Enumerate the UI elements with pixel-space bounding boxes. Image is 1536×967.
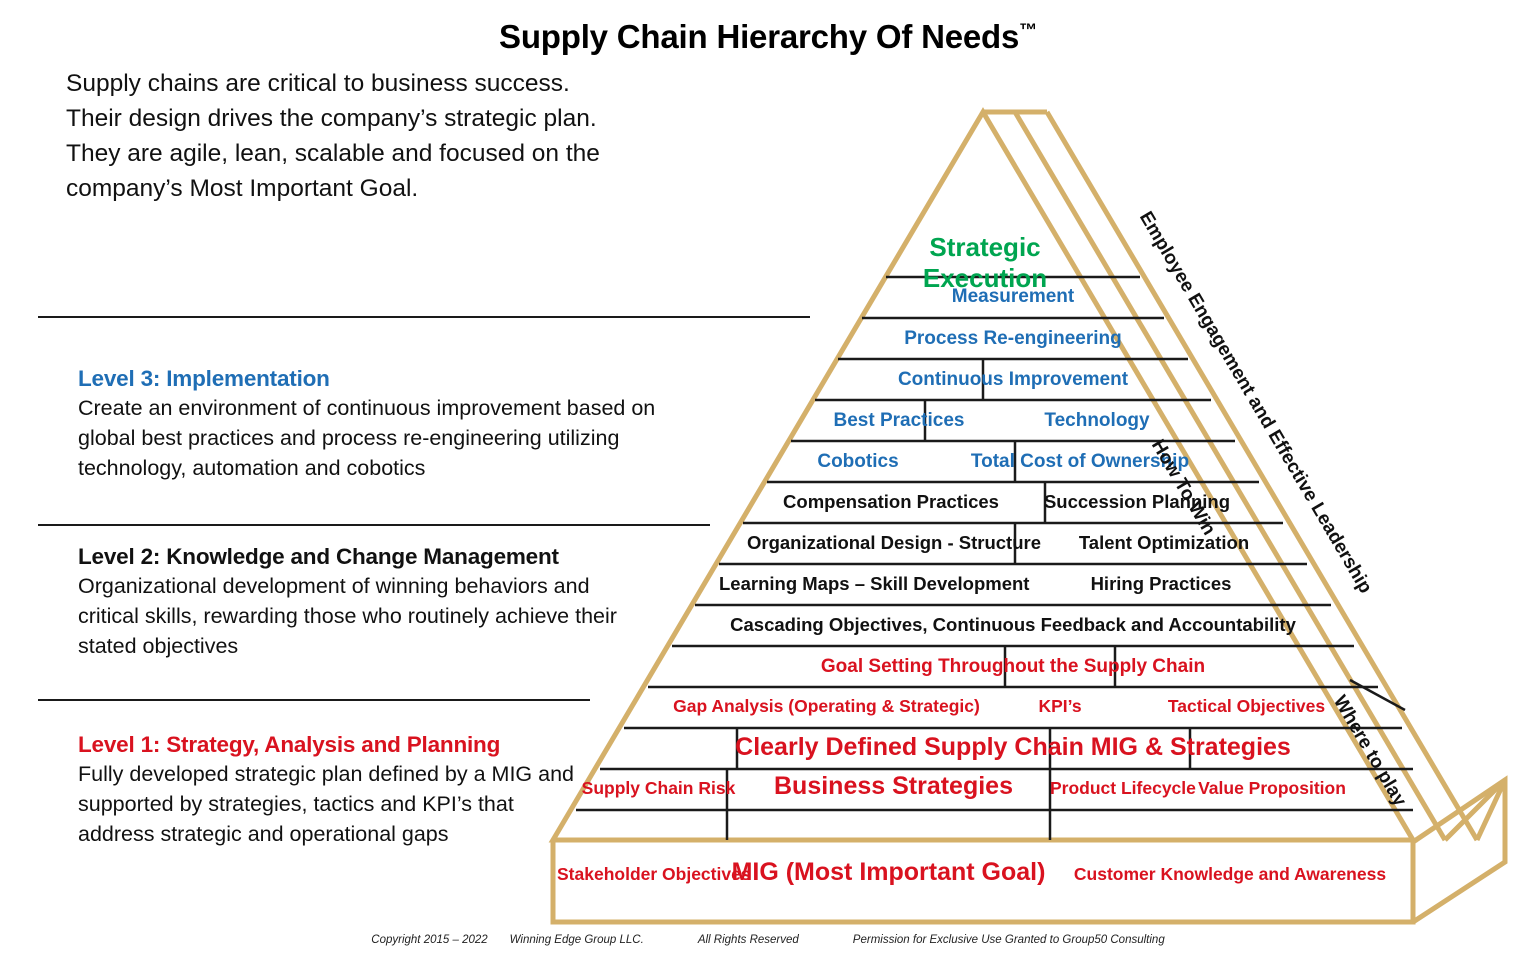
pyramid-lane-line-1 xyxy=(1012,110,1448,842)
level-2-body: Organizational development of winning be… xyxy=(78,574,617,658)
pyramid-row-7-cell-2: Talent Optimization xyxy=(1078,532,1250,553)
pyramid-row-2-cell-1: Process Re-engineering xyxy=(904,328,1122,349)
pyramid-apex-label: Strategic Execution xyxy=(885,232,1085,294)
pyramid-diagram: Strategic Execution Measurement Process … xyxy=(505,80,1525,940)
pyramid-lane-close-2 xyxy=(1474,778,1508,842)
footer-permission: Permission for Exclusive Use Granted to … xyxy=(852,934,1165,946)
apex-line-1: Strategic xyxy=(929,232,1041,262)
lane-tick xyxy=(1349,678,1406,712)
pyramid-row-14-cell-2: MIG (Most Important Goal) xyxy=(731,858,1046,886)
pyramid-row-8-cell-1: Learning Maps – Skill Development xyxy=(719,573,1030,594)
pyramid-row-13-cell-4: Value Proposition xyxy=(1198,778,1346,798)
level-1-block: Level 1: Strategy, Analysis and Planning… xyxy=(78,732,578,849)
level-3-heading: Level 3: Implementation xyxy=(78,366,330,391)
pyramid-lane-close-1 xyxy=(1443,778,1507,842)
page-title: Supply Chain Hierarchy Of Needs™ xyxy=(0,18,1536,56)
pyramid-base-side xyxy=(1411,775,1508,925)
pyramid-row-14-cell-1: Stakeholder Objectives xyxy=(557,864,751,884)
pyramid-base-front xyxy=(550,842,1416,925)
pyramid-row-1-cell-1: Measurement xyxy=(951,286,1075,307)
footer-copyright: Copyright 2015 – 2022 Winning Edge Group … xyxy=(0,934,1536,946)
pyramid-lane-line-2 xyxy=(1044,110,1480,842)
pyramid-row-5-cell-2: Total Cost of Ownership xyxy=(970,451,1190,472)
level-1-body: Fully developed strategic plan defined b… xyxy=(78,762,574,846)
pyramid-row-9-cell-1: Cascading Objectives, Continuous Feedbac… xyxy=(730,614,1296,635)
level-2-heading: Level 2: Knowledge and Change Management xyxy=(78,544,559,569)
pyramid-row-14-cell-3: Customer Knowledge and Awareness xyxy=(1073,864,1387,884)
footer-company: Winning Edge Group LLC. xyxy=(509,934,644,946)
pyramid-outline xyxy=(548,107,1418,843)
pyramid-svg xyxy=(548,107,1508,925)
pyramid-row-11-cell-3: Tactical Objectives xyxy=(1167,696,1326,716)
pyramid-row-12-cell-1: Clearly Defined Supply Chain MIG & Strat… xyxy=(735,733,1291,761)
trademark-symbol: ™ xyxy=(1019,20,1037,40)
pyramid-row-7-cell-1: Organizational Design - Structure xyxy=(747,532,1041,553)
pyramid-row-13-cell-2: Business Strategies xyxy=(774,772,1013,800)
level-1-heading: Level 1: Strategy, Analysis and Planning xyxy=(78,732,501,757)
level-2-block: Level 2: Knowledge and Change Management… xyxy=(78,544,638,661)
pyramid-row-11-cell-1: Gap Analysis (Operating & Strategic) xyxy=(673,696,980,716)
divider-rule-1 xyxy=(38,316,810,318)
pyramid-row-3-cell-1: Continuous Improvement xyxy=(897,369,1129,390)
level-3-body: Create an environment of continuous impr… xyxy=(78,396,656,480)
pyramid-row-8-cell-2: Hiring Practices xyxy=(1090,573,1232,594)
divider-rule-3 xyxy=(38,699,590,701)
footer-copyright-years: Copyright 2015 – 2022 xyxy=(371,934,488,946)
apex-line-2: Execution xyxy=(922,263,1048,293)
pyramid-row-11-cell-2: KPI’s xyxy=(1038,696,1082,716)
page-title-text: Supply Chain Hierarchy Of Needs xyxy=(499,18,1020,55)
pyramid-row-13-cell-3: Product Lifecycle xyxy=(1050,778,1196,798)
footer-rights: All Rights Reserved xyxy=(697,934,799,946)
pyramid-row-5-cell-1: Cobotics xyxy=(817,451,899,472)
pyramid-row-6-cell-1: Compensation Practices xyxy=(783,491,999,512)
pyramid-row-10-cell-1: Goal Setting Throughout the Supply Chain xyxy=(820,656,1206,677)
level-3-block: Level 3: Implementation Create an enviro… xyxy=(78,366,718,483)
pyramid-row-4-cell-2: Technology xyxy=(1044,410,1150,431)
intro-paragraph: Supply chains are critical to business s… xyxy=(66,70,600,202)
pyramid-row-6-cell-2: Succession Planning xyxy=(1043,491,1231,512)
divider-rule-2 xyxy=(38,524,710,526)
pyramid-row-4-cell-1: Best Practices xyxy=(833,410,965,431)
pyramid-row-13-cell-1: Supply Chain Risk xyxy=(581,778,736,798)
